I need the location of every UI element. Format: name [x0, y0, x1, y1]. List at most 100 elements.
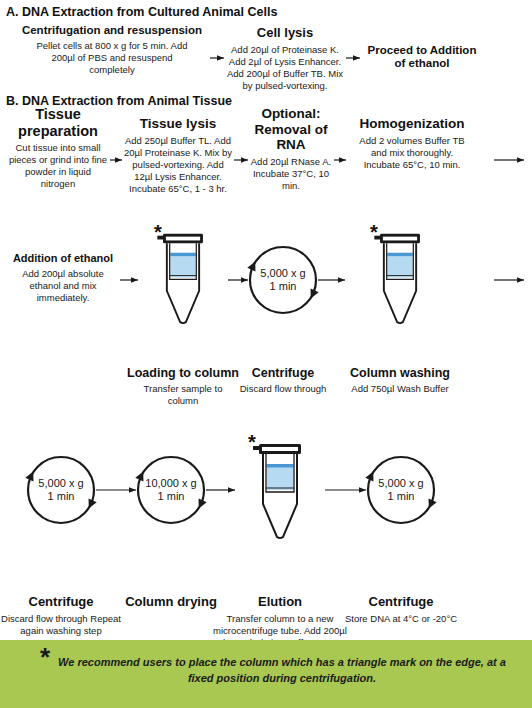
continue-arrow [494, 159, 524, 160]
tube-cap [163, 234, 203, 244]
step-heading: Column washing [330, 366, 470, 380]
rotation-arrow [195, 498, 207, 510]
speed-text: 5,000 x g [378, 477, 423, 490]
step-heading: Centrifugation and resuspension [16, 24, 208, 37]
rotor-circle [250, 247, 316, 313]
rotation-arrow [365, 470, 377, 482]
step-text: Add 20µl RNase A. Incubate 37°C, 10 min. [250, 156, 332, 192]
column-mark: * [370, 222, 378, 242]
column-step: Column washingAdd 750µl Wash Buffer [345, 230, 455, 325]
flow-arrow [334, 159, 346, 160]
label-group: CentrifugeDiscard flow through Repeat ag… [0, 595, 122, 637]
liquid-surface [267, 464, 294, 468]
step-heading: Cell lysis [226, 26, 344, 41]
step-heading: Elution [196, 595, 364, 610]
step-text: Add 200µl absolute ethanol and mix immed… [8, 268, 118, 304]
label-group: Column drying [116, 595, 226, 610]
cap-inner [166, 237, 200, 241]
tube-body [384, 243, 416, 323]
label-group: CentrifugeDiscard flow through [218, 366, 348, 395]
step-heading: Centrifuge [218, 366, 348, 380]
process-step: HomogenizationAdd 2 volumes Buffer TB an… [346, 116, 478, 171]
liquid-surface [170, 253, 195, 256]
flow-arrow [110, 159, 122, 160]
rotation-arrow [425, 498, 437, 510]
flow-arrow [210, 57, 224, 58]
label-group: 5,000 x g1 min [248, 245, 318, 315]
note-asterisk: * [40, 644, 50, 670]
rotation-arrow [247, 260, 259, 272]
step-text: Store DNA at 4°C or -20°C [338, 613, 464, 625]
liquid-surface [387, 253, 412, 256]
step-text: Add 750µl Wash Buffer [330, 383, 470, 395]
flow-arrow [96, 489, 136, 490]
step-heading: Centrifuge [0, 595, 122, 610]
flow-arrow [325, 489, 366, 490]
process-step: Tissue preparationCut tissue into small … [6, 106, 110, 190]
rotation-arrow [85, 498, 97, 510]
centrifuge-step: 10,000 x g1 minColumn drying [136, 455, 206, 525]
rotor-circle [28, 457, 94, 523]
speed-text: 5,000 x g [38, 477, 83, 490]
step-heading: Optional: Removal of RNA [250, 106, 332, 153]
step-text: Cut tissue into small pieces or grind in… [8, 142, 108, 190]
note-text: We recommend users to place the column w… [52, 654, 512, 686]
column-mark: * [154, 222, 162, 242]
rotor-circle [368, 457, 434, 523]
speed-text: 1 min [48, 490, 75, 503]
cap-inner [262, 447, 298, 451]
column-liquid [387, 253, 412, 278]
speed-text: 1 min [270, 280, 297, 293]
speed-text: 10,000 x g [145, 477, 196, 490]
spin-column-icon [235, 440, 325, 540]
flow-arrow [206, 489, 235, 490]
step-heading: Centrifuge [338, 595, 464, 610]
label-group: CentrifugeStore DNA at 4°C or -20°C [338, 595, 464, 625]
column-step: Loading to columnTransfer sample to colu… [138, 230, 228, 325]
step-text: Transfer sample to column [143, 383, 223, 407]
rotation-arrow [25, 470, 37, 482]
speed-text: 5,000 x g [260, 267, 305, 280]
step-heading: Tissue preparation [8, 106, 108, 139]
continue-arrow [494, 279, 524, 280]
column-liquid [170, 253, 195, 278]
rotation-arrow [307, 288, 319, 300]
column-filter [266, 488, 294, 489]
flow-arrow [120, 279, 138, 280]
step-text: Pellet cells at 800 x g for 5 min. Add 2… [30, 40, 195, 76]
step-text: Add 20µl of Proteinase K. Add 2µl of Lys… [226, 44, 344, 92]
section-heading: B. DNA Extraction from Animal Tissue [6, 94, 232, 109]
flow-arrow [318, 279, 345, 280]
process-step: Addition of ethanolAdd 200µl absolute et… [6, 252, 120, 304]
step-text: Add 250µl Buffer TL. Add 20µl Proteinase… [124, 135, 232, 195]
label-group: Column washingAdd 750µl Wash Buffer [330, 366, 470, 395]
step-heading: Addition of ethanol [8, 252, 118, 265]
section-heading: A. DNA Extraction from Cultured Animal C… [6, 5, 277, 20]
spin-column-icon [138, 230, 228, 325]
step-heading: Tissue lysis [124, 116, 232, 132]
tube-body [263, 454, 297, 538]
label-group: 5,000 x g1 min [366, 455, 436, 525]
flow-arrow [228, 279, 248, 280]
column-insert [266, 454, 294, 492]
column-step: ElutionTransfer column to a new microcen… [235, 440, 325, 540]
note-band: *We recommend users to place the column … [0, 640, 532, 708]
centrifuge-step: 5,000 x g1 minCentrifugeDiscard flow thr… [26, 455, 96, 525]
column-liquid [267, 464, 294, 490]
process-step: Proceed to Addition of ethanol [360, 44, 484, 70]
step-text: Discard flow through [218, 383, 348, 395]
step-heading: Homogenization [348, 116, 476, 132]
column-insert [387, 243, 414, 279]
step-heading: Loading to column [123, 366, 243, 380]
step-text: Add 2 volumes Buffer TB and mix thorough… [356, 135, 468, 171]
process-step: Centrifugation and resuspensionPellet ce… [14, 24, 210, 76]
centrifuge-step: 5,000 x g1 minCentrifugeStore DNA at 4°C… [366, 455, 436, 525]
speed-text: 1 min [158, 490, 185, 503]
step-heading: Proceed to Addition of ethanol [362, 44, 482, 70]
label-group: Loading to columnTransfer sample to colu… [123, 366, 243, 407]
process-step: Cell lysisAdd 20µl of Proteinase K. Add … [224, 26, 346, 92]
process-step: Optional: Removal of RNAAdd 20µl RNase A… [248, 106, 334, 192]
tube-cap [380, 234, 420, 244]
step-heading: Column drying [116, 595, 226, 610]
speed-text: 1 min [388, 490, 415, 503]
